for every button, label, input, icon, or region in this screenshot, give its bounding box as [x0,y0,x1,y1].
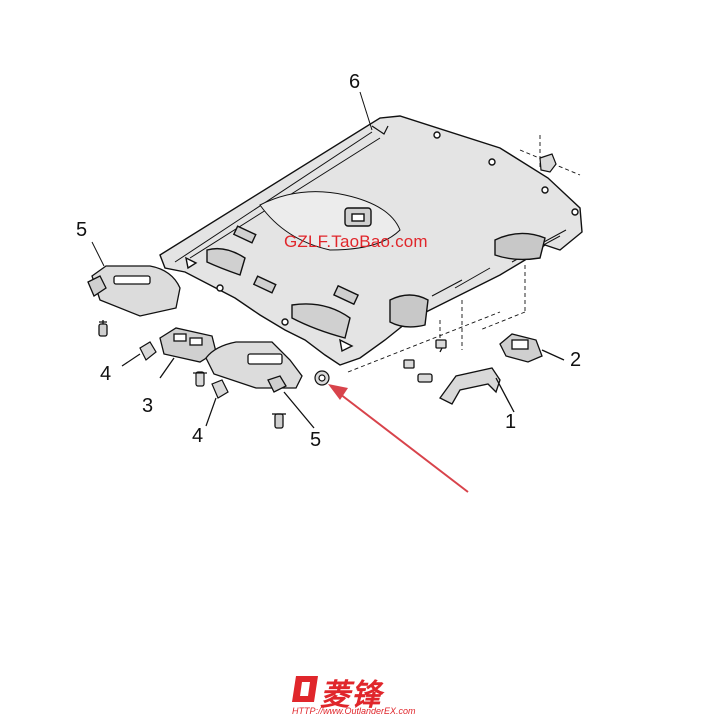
logo-text: 菱锋 [320,678,382,713]
callout-3: 3 [142,395,154,417]
callout-6: 6 [349,71,361,93]
callout-4-lower: 4 [192,425,204,447]
plug-part [314,370,330,386]
brand-logo: 菱锋 HTTP://www.OutlanderEX.com [290,670,440,722]
callout-1: 1 [505,411,517,433]
callout-5-lower: 5 [310,429,322,451]
watermark-text: GZLF.TaoBao.com [284,232,428,251]
visor-clip-upper [121,341,157,367]
headliner-part [159,115,583,366]
callout-5-left: 5 [76,219,88,241]
visor-clip-lower [205,379,229,427]
sun-visor-left [87,265,181,337]
grab-handle-part [403,339,515,413]
clip-part [539,153,557,173]
leader-lines [91,91,373,267]
dome-lamp-part [499,333,565,363]
logo-mark-icon [292,676,318,702]
screw-part [193,371,207,387]
sun-visor-right [205,341,315,429]
reference-lines [347,135,581,373]
callout-4-left: 4 [100,363,112,385]
callout-2: 2 [570,349,582,371]
logo-url: HTTP://www.OutlanderEX.com [292,706,416,716]
red-arrow [328,384,469,493]
map-lamp-part [159,327,217,379]
